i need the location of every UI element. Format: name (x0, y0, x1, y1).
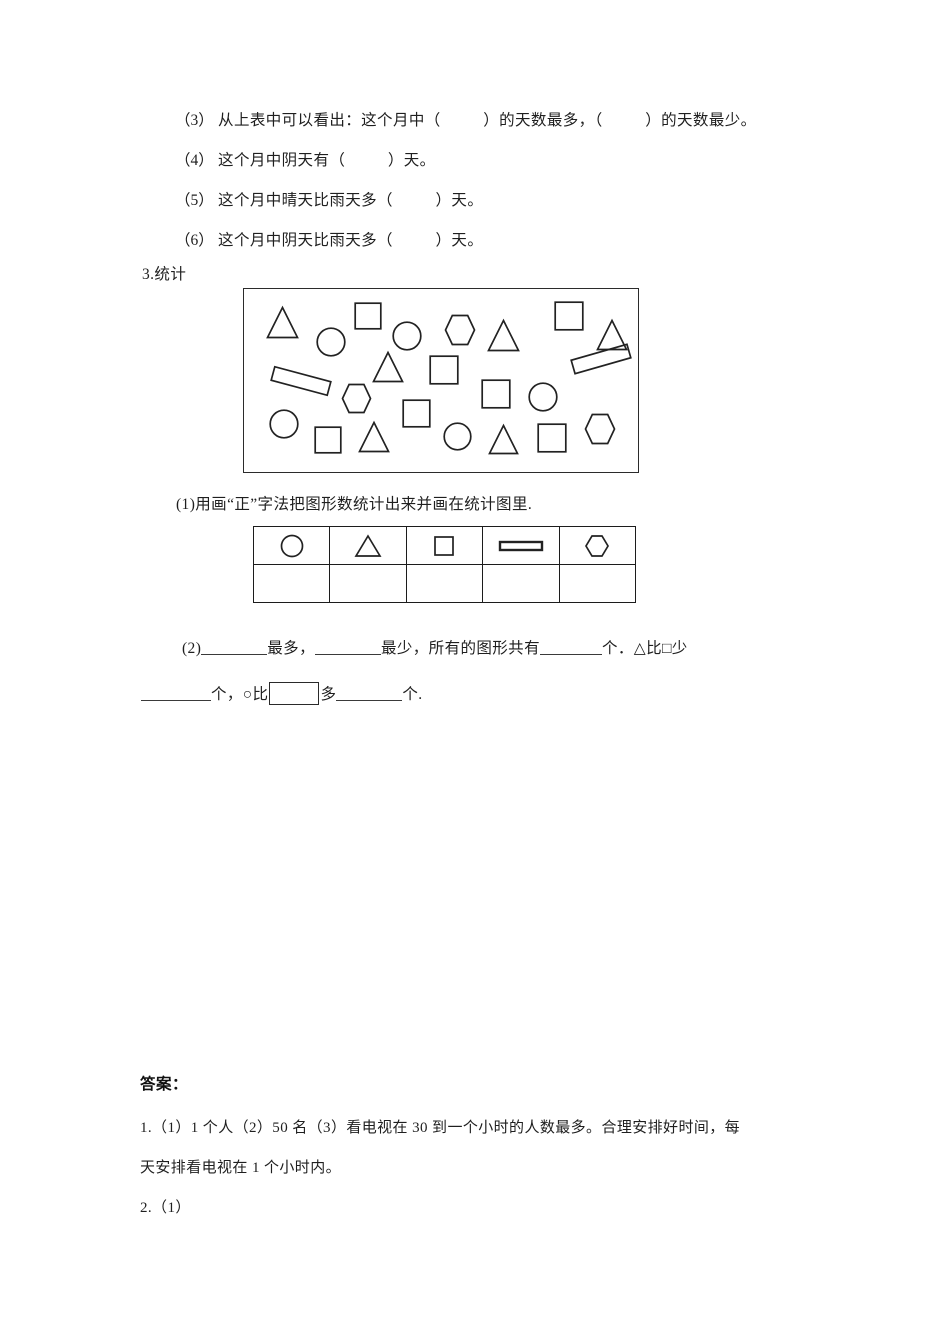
hexagon-icon (341, 383, 372, 414)
question-3-text-a: 从上表中可以看出：这个月中（ (218, 112, 441, 129)
sub2-blank-2[interactable] (314, 640, 381, 655)
square-icon (402, 399, 431, 428)
question-4-text-b: ）天。 (387, 152, 436, 169)
triangle-icon (358, 420, 390, 453)
tally-table (252, 526, 637, 603)
triangle-icon (596, 318, 628, 351)
hexagon-icon (444, 314, 476, 346)
sub2-blank-5[interactable] (336, 686, 403, 701)
sub2-text-4: 个，○比 (211, 686, 269, 703)
tally-value-bar[interactable] (482, 564, 560, 603)
square-icon (429, 355, 459, 385)
circle-icon (254, 528, 329, 564)
answer-line-2: 天安排看电视在 1 个小时内。 (140, 1160, 342, 1176)
triangle-icon (488, 423, 519, 455)
shapes-figure-box (243, 288, 639, 473)
sub2-text-5: 多 (320, 686, 337, 703)
square-icon (537, 423, 567, 453)
sub2-text-1: 最多， (267, 640, 315, 657)
question-6-text-b: ）天。 (435, 232, 484, 249)
section-3-sub1-prefix: (1) (176, 496, 196, 513)
sub2-text-3: 个．△比□少 (602, 640, 688, 657)
circle-icon (392, 321, 422, 351)
triangle-icon (266, 305, 299, 339)
question-5-text-a: 这个月中晴天比雨天多（ (218, 192, 393, 209)
hexagon-icon (560, 528, 635, 564)
question-3-text-c: ）的天数最少。 (645, 112, 757, 129)
triangle-icon (487, 318, 520, 352)
section-3-sub2-prefix: (2) (182, 640, 202, 657)
section-3-sub2-line-2: 个，○比 多 个. (141, 682, 423, 705)
table-row-values (252, 564, 637, 603)
tally-header-bar (482, 526, 560, 565)
tally-header-hexagon (558, 526, 637, 565)
circle-icon (269, 409, 299, 439)
bar-icon (270, 365, 332, 397)
bar-icon (483, 528, 558, 564)
square-icon (314, 426, 342, 454)
tally-header-circle (252, 526, 331, 565)
hexagon-icon (584, 413, 616, 445)
question-4-text-a: 这个月中阴天有（ (218, 152, 346, 169)
triangle-icon (330, 528, 405, 564)
question-6-text-a: 这个月中阴天比雨天多（ (218, 232, 393, 249)
question-3-number: （3） (175, 112, 214, 129)
question-5-number: （5） (175, 192, 214, 209)
square-icon (481, 379, 511, 409)
question-5-text-b: ）天。 (435, 192, 484, 209)
question-3-text-b: ）的天数最多，（ (483, 112, 603, 129)
tally-value-square[interactable] (405, 564, 484, 603)
tally-value-triangle[interactable] (329, 564, 407, 603)
answers-title: 答案： (140, 1076, 189, 1093)
tally-value-hexagon[interactable] (558, 564, 637, 603)
sub2-text-6: 个. (402, 686, 423, 703)
sub2-blank-1[interactable] (201, 640, 268, 655)
sub2-text-2: 最少，所有的图形共有 (380, 640, 540, 657)
tally-value-circle[interactable] (252, 564, 331, 603)
sub2-blank-4[interactable] (141, 686, 211, 701)
question-6: （6） 这个月中阴天比雨天多（ ）天。 (175, 232, 483, 251)
question-5: （5） 这个月中晴天比雨天多（ ）天。 (175, 192, 483, 211)
tally-header-triangle (329, 526, 407, 565)
tally-header-square (405, 526, 484, 565)
square-icon (407, 528, 482, 564)
question-6-number: （6） (175, 232, 214, 249)
circle-icon (528, 382, 558, 412)
table-row-headers (252, 526, 637, 565)
section-3-sub2-line-1: (2) 最多， 最少，所有的图形共有 个．△比□少 (182, 640, 688, 659)
section-3-sub1-text: 用画“正”字法把图形数统计出来并画在统计图里. (195, 496, 533, 513)
section-3-sub1: (1)用画“正”字法把图形数统计出来并画在统计图里. (176, 496, 532, 515)
answer-line-1: 1.（1）1 个人（2）50 名（3）看电视在 30 到一个小时的人数最多。合理… (140, 1120, 741, 1136)
sub2-blank-3[interactable] (540, 640, 602, 655)
bar-icon (570, 343, 632, 375)
question-4: （4） 这个月中阴天有（ ）天。 (175, 152, 436, 171)
answer-line-3: 2.（1） (140, 1200, 191, 1216)
inline-rectangle-shape (269, 682, 320, 705)
square-icon (554, 301, 584, 331)
square-icon (354, 302, 382, 330)
circle-icon (443, 422, 472, 451)
section-3-label: 3.统计 (142, 266, 187, 283)
question-3: （3） 从上表中可以看出：这个月中（ ）的天数最多，（ ）的天数最少。 (175, 112, 757, 131)
triangle-icon (372, 350, 404, 383)
question-4-number: （4） (175, 152, 214, 169)
circle-icon (316, 327, 346, 357)
